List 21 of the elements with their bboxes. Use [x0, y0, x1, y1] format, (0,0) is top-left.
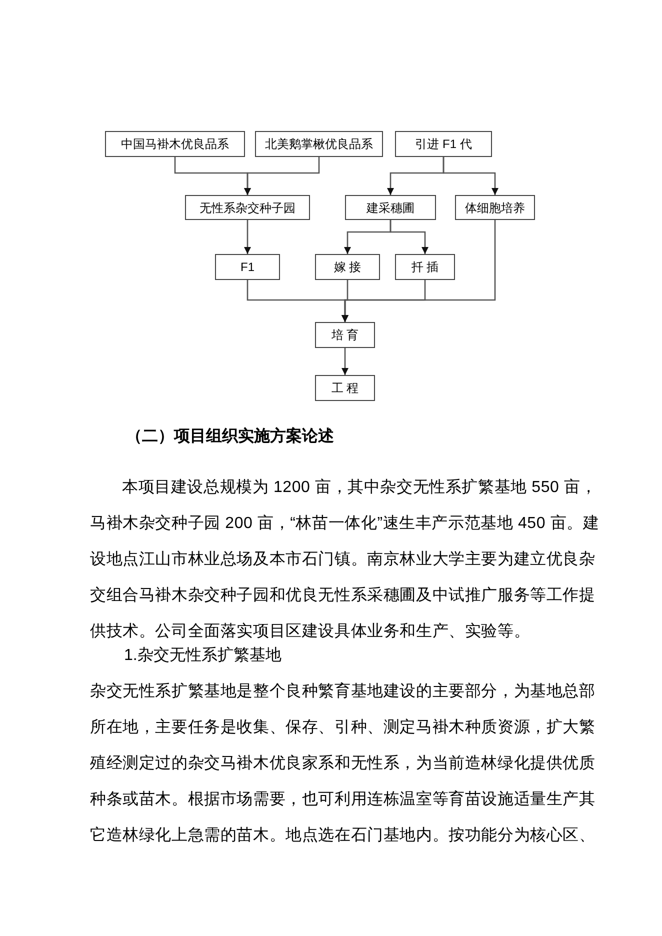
connector-arrow: [342, 220, 496, 322]
process-box: 建采穗圃: [345, 195, 436, 220]
process-box: 体细胞培养: [455, 195, 535, 220]
connector-arrow: [442, 157, 498, 195]
connector-arrow: [244, 157, 320, 195]
process-box: F1: [215, 254, 280, 280]
connector-arrow: [342, 348, 348, 375]
section-heading: （二）项目组织实施方案论述: [126, 425, 334, 447]
process-box: 嫁 接: [315, 254, 380, 280]
subsection-heading: 1.杂交无性系扩繁基地: [124, 646, 282, 666]
connector-arrow: [244, 220, 251, 254]
process-box: 无性系杂交种子园: [185, 195, 310, 220]
process-box: 中国马褂木优良品系: [105, 131, 245, 157]
connector-arrow: [390, 220, 428, 254]
process-box: 扦 插: [395, 254, 455, 280]
process-box: 培 育: [315, 322, 375, 348]
process-box: 引进 F1 代: [395, 131, 492, 157]
body-paragraph: 本项目建设总规模为 1200 亩，其中杂交无性系扩繁基地 550 亩，马褂木杂交种子园 200 亩，“林苗一体化”速生丰产示范基地 450 亩。建设地点江山市林业总场及本市石门镇。南京林业大学主要为建立优良杂交组合马褂木杂交种子园和优良无性系采穗圃及中试推广服务等工作提供技术。公司全面落实项目区建设具体业务和生产、实验等。: [90, 478, 600, 642]
process-box: 工 程: [315, 375, 375, 401]
body-paragraph: 杂交无性系扩繁基地是整个良种繁育基地建设的主要部分，为基地总部所在地，主要任务是收集、保存、引种、测定马褂木种质资源，扩大繁殖经测定过的杂交马褂木优良家系和无性系，为当前造林绿化提供优质种条或苗木。根据市场需要，也可利用连栋温室等育苗设施适量生产其它造林绿化上急需的苗木。地点选在石门基地内。按功能分为核心区、: [90, 681, 596, 846]
process-box: 北美鹅掌楸优良品系: [255, 131, 383, 157]
